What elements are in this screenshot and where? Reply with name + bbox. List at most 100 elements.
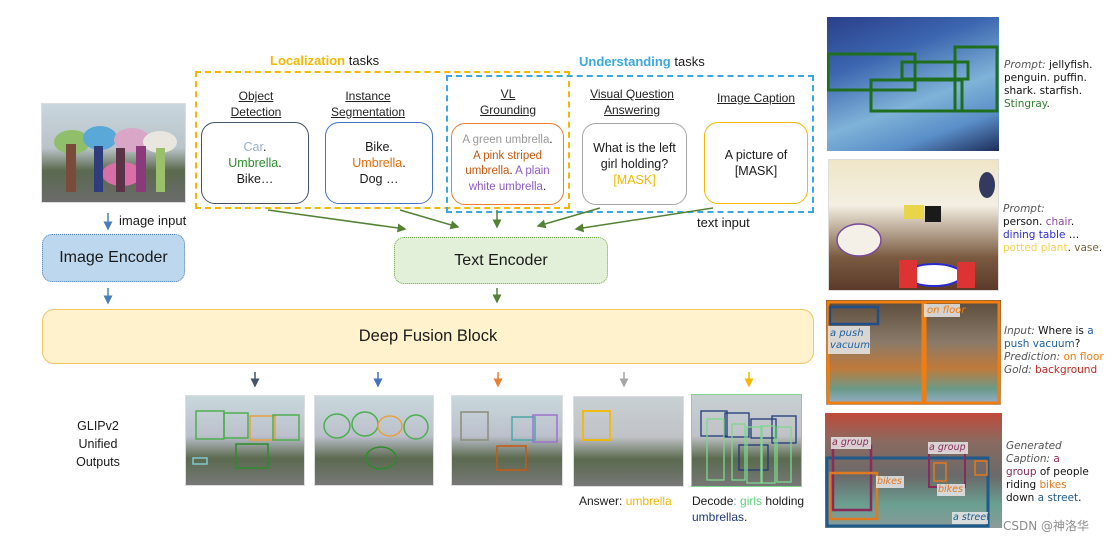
prompt-punct: . (509, 165, 516, 177)
prompt-line: A picture of (724, 148, 788, 162)
caption-text: of people (1036, 466, 1089, 478)
bbox (724, 412, 750, 438)
box-label-line: vacuum (830, 340, 870, 351)
prompt-phrase-pink: umbrella (465, 165, 510, 177)
bbox (192, 457, 208, 465)
label-bg (928, 442, 968, 454)
wall-plate (979, 172, 995, 198)
bbox-bikes (974, 460, 988, 476)
arrow-detection-to-text-encoder (267, 209, 407, 233)
bbox (532, 414, 558, 443)
prompt-text: penguin. puffin. (1004, 72, 1087, 84)
output-image-grounding (451, 395, 563, 486)
bbox (771, 415, 797, 444)
mask (403, 414, 429, 440)
prompt-box-grounding: A green umbrella. A pink striped umbrell… (451, 123, 564, 205)
prompt-word-umbrella: Umbrella (228, 156, 279, 170)
grounding-boxes (460, 411, 558, 471)
bbox (706, 418, 725, 481)
task-heading-vqa: Visual Question Answering (580, 86, 684, 118)
label-bg (924, 304, 960, 317)
bbox (460, 411, 489, 441)
prompt-mask-token: [MASK] (613, 173, 656, 187)
street-boxes (825, 437, 990, 528)
image-encoder-block: Image Encoder (42, 234, 185, 282)
decode-word-umbrellas: umbrellas (692, 510, 745, 524)
bbox (223, 412, 249, 439)
prompt-box-segmentation: Bike. Umbrella. Dog … (325, 122, 433, 204)
image-encoder-label: Image Encoder (59, 249, 168, 266)
prompt-highlight-stingray: Stingray (1004, 98, 1047, 110)
decode-colon: : (733, 494, 741, 508)
bbox (738, 444, 769, 471)
caption-word-bikes: bikes (1039, 479, 1067, 491)
mask (365, 446, 397, 470)
prompt-box-caption: A picture of [MASK] (704, 122, 808, 204)
mask (351, 411, 379, 437)
localization-highlight: Localization (270, 53, 346, 68)
text-encoder-label: Text Encoder (454, 251, 548, 269)
input-image-scene (54, 126, 177, 192)
prompt-line: Bike… (236, 172, 274, 186)
question-highlight: push vacuum (1004, 338, 1075, 350)
localization-group-box (195, 71, 570, 209)
bbox (953, 45, 999, 113)
output-image-detection (185, 395, 305, 486)
box-label-group: a group (832, 437, 869, 448)
decode-end: . (744, 510, 748, 524)
bbox-bikes (828, 471, 879, 521)
prompt-phrase-white: A plain (515, 165, 550, 177)
task-heading-line: Instance (345, 89, 391, 103)
deep-fusion-label: Deep Fusion Block (358, 327, 498, 345)
watermark: CSDN @神洛华 (1003, 519, 1090, 533)
segmentation-masks (323, 411, 429, 470)
task-heading-line: Grounding (479, 103, 537, 117)
example-cat-text: Input: Where is a push vacuum? Predictio… (1004, 325, 1104, 377)
task-heading-vl-grounding: VL Grounding (460, 86, 556, 118)
bbox (496, 445, 527, 471)
prompt-punct: . (542, 180, 547, 193)
stingray-boxes (827, 45, 999, 113)
task-heading-line: VL (500, 87, 516, 101)
prompt-word-dining-table: dining table (1003, 229, 1066, 241)
prompt-phrase-pink: A pink striped (472, 149, 543, 162)
example-image-living-room (828, 159, 999, 291)
gold-value: background (1031, 364, 1098, 376)
vqa-answer-value: umbrella (625, 494, 672, 508)
bbox (582, 410, 611, 441)
bbox (750, 418, 777, 439)
localization-group-label: Localization tasks (270, 53, 379, 68)
task-heading-line: Answering (603, 103, 661, 117)
task-heading-line: Image Caption (716, 91, 796, 105)
bbox-on-floor (921, 300, 1001, 405)
caption-word-street: a street (1037, 492, 1079, 504)
image-input-label: image input (119, 213, 187, 228)
person (94, 146, 103, 192)
task-heading-instance-segmentation: Instance Segmentation (318, 88, 418, 120)
vqa-answer-text: Answer: umbrella (579, 493, 672, 509)
prompt-label: Prompt: (1003, 203, 1045, 215)
prompt-box-vqa: What is the left girl holding? [MASK] (582, 123, 687, 205)
caption-end: . (1078, 492, 1082, 504)
box-label-bikes: bikes (938, 484, 963, 495)
chair (899, 260, 917, 288)
bbox (760, 425, 776, 484)
text-encoder-block: Text Encoder (394, 237, 608, 284)
chair (957, 262, 975, 288)
mask (323, 413, 351, 439)
example-image-cat: on floor a push vacuum (826, 300, 1001, 405)
question-end: ? (1074, 338, 1081, 350)
label-bg (937, 484, 965, 496)
mask-chair (836, 223, 882, 257)
task-heading-line: Segmentation (330, 105, 406, 119)
question-text: Where is (1034, 325, 1088, 337)
caption-word-a: a (1050, 453, 1060, 465)
prompt-line: Bike. (365, 140, 393, 154)
understanding-suffix: tasks (670, 54, 705, 69)
umbrella-white (143, 131, 177, 153)
understanding-highlight: Understanding (579, 54, 671, 69)
detection-boxes (192, 410, 300, 469)
prompt-line: What is the left (593, 141, 676, 155)
bbox-bikes (933, 462, 947, 482)
deep-fusion-block: Deep Fusion Block (42, 309, 814, 364)
